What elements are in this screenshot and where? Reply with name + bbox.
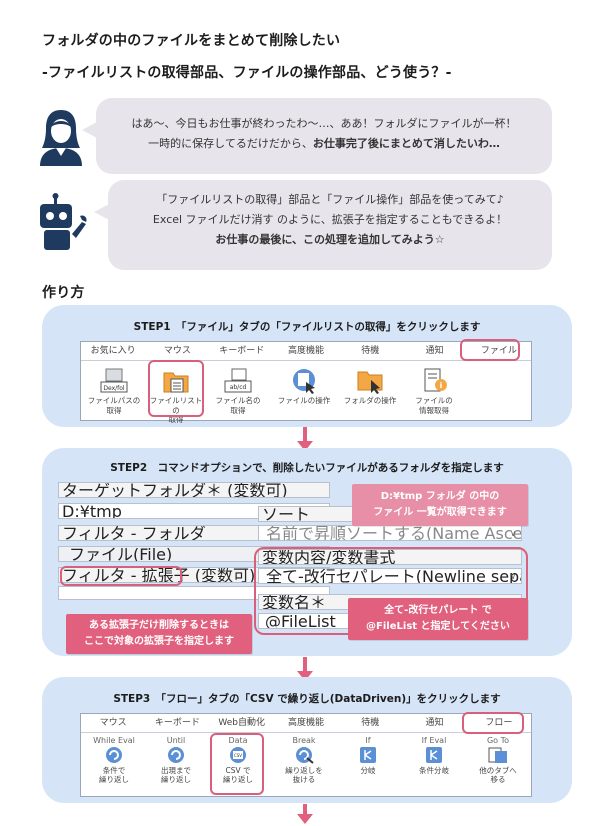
robot-line-3: お仕事の最後に、この処理を追加してみよう☆ [215,233,445,246]
step1-title: STEP1 「ファイル」タブの「ファイルリストの取得」をクリックします [133,321,481,333]
file-path-button[interactable]: Dex/fol ファイルパスの取得 [85,368,143,415]
page-subtitle: -ファイルリストの取得部品、ファイルの操作部品、どう使う？- [42,65,452,81]
file-name-icon: ab/cd [224,368,252,393]
step2-panel: STEP2 コマンドオプションで、削除したいファイルがあるフォルダを指定します … [42,448,572,656]
if-icon [360,746,376,763]
step1-ribbon: お気に入り マウス キーボード 高度機能 待機 通知 ファイル Dex/fol … [80,341,532,424]
var-format-select[interactable]: 全て-改行セパレート(Newline separate) ∨ [258,568,522,584]
tab-advanced[interactable]: 高度機能 [287,346,324,356]
user-speech-bubble: はあ～、今日もお仕事が終わったわ～…、ああ！フォルダにファイルが一杯！ 一時的に… [82,98,552,174]
step3-panel: STEP3 「フロー」タブの「CSV で繰り返し(DataDriven)」をクリ… [42,677,572,803]
var-format-label: 変数内容/変数書式 [258,549,522,565]
if-button[interactable]: If 分岐 [339,736,397,775]
robot-speech-bubble: 「ファイルリストの取得」部品と「ファイル操作」部品を使ってみて♪ Excel フ… [94,180,552,270]
callout-folder: D:¥tmp フォルダ の中の ファイル 一覧が取得できます [352,484,528,526]
folder-operation-icon [357,371,383,394]
svg-text:Dex/fol: Dex/fol [103,385,125,392]
callout-extension: ある拡張子だけ削除するときは ここで対象の拡張子を指定します [66,614,252,654]
highlight-csv-loop [210,733,264,795]
tab-file[interactable]: ファイル [480,346,517,356]
tab-keyboard[interactable]: キーボード [154,718,200,728]
tab-flow[interactable]: フロー [485,718,513,728]
tab-mouse[interactable]: マウス [99,718,127,728]
flow-arrowhead-3 [297,814,313,824]
until-icon [168,746,184,763]
tab-notify[interactable]: 通知 [425,718,444,728]
flow-arrow-1 [303,427,307,443]
flow-arrow-2 [303,657,307,673]
step3-tab-bar: マウス キーボード Web自動化 高度機能 待機 通知 フロー [81,714,531,733]
file-list-button[interactable]: ファイルリストの取得 [147,368,205,425]
step3-title: STEP3 「フロー」タブの「CSV で繰り返し(DataDriven)」をクリ… [113,693,501,705]
chevron-down-icon: ∨ [510,572,516,581]
highlight-file-list [148,360,204,417]
file-path-icon: Dex/fol [100,368,128,393]
tab-web-automation[interactable]: Web自動化 [218,718,266,728]
svg-text:i: i [440,381,443,390]
if-eval-icon [426,746,442,763]
until-button[interactable]: Until 出現まで繰り返し [161,736,191,784]
user-line-1: はあ～、今日もお仕事が終わったわ～…、ああ！フォルダにファイルが一杯！ [131,117,517,130]
csv-loop-button[interactable]: Data CSV CSV で繰り返し [223,736,253,784]
tab-wait[interactable]: 待機 [361,718,380,728]
file-operation-button[interactable]: ファイルの操作 [275,368,333,406]
folder-operation-button[interactable]: フォルダの操作 [341,368,399,406]
sort-select[interactable]: 名前で昇順ソートする(Name Ascending) ∨ [258,525,522,541]
tab-favorites[interactable]: お気に入り [90,346,136,356]
goto-button[interactable]: Go To 他のタブへ移る [479,736,517,784]
user-line-2: 一時的に保存してるだけだから、お仕事完了後にまとめて消したいわ… [148,137,500,150]
tab-keyboard[interactable]: キーボード [219,346,265,356]
break-button[interactable]: Break 繰り返しを抜ける [285,736,323,784]
tab-notify[interactable]: 通知 [425,346,444,356]
file-info-button[interactable]: i ファイルの情報取得 [405,368,463,415]
callout-separator: 全て-改行セパレート で @FileList と指定してください [348,598,528,640]
step3-ribbon: マウス キーボード Web自動化 高度機能 待機 通知 フロー While Ev… [80,713,532,797]
highlight-file-tab [460,339,520,361]
if-eval-button[interactable]: If Eval 条件分岐 [419,736,449,775]
svg-text:ab/cd: ab/cd [230,384,247,391]
tab-advanced[interactable]: 高度機能 [287,718,324,728]
page-title: フォルダの中のファイルをまとめて削除したい [42,33,341,49]
while-eval-button[interactable]: While Eval 条件で繰り返し [93,736,135,784]
while-eval-icon [106,746,122,763]
step1-panel: STEP1 「ファイル」タブの「ファイルリストの取得」をクリックします お気に入… [42,305,572,427]
step1-tab-bar: お気に入り マウス キーボード 高度機能 待機 通知 ファイル [81,342,531,361]
csv-loop-icon: CSV [230,746,246,763]
robot-avatar-icon [40,193,87,250]
file-name-button[interactable]: ab/cd ファイル名の取得 [209,368,267,415]
highlight-extension [60,566,182,586]
flow-arrowhead-2 [297,671,313,681]
flow-arrowhead-1 [297,441,313,451]
svg-text:CSV: CSV [234,753,242,758]
robot-line-1: 「ファイルリストの取得」部品と「ファイル操作」部品を使ってみて♪ [156,193,504,206]
goto-icon [488,747,507,763]
robot-line-2: Excel ファイルだけ消す のように、拡張子を指定することもできるよ！ [152,213,508,226]
tab-mouse[interactable]: マウス [163,346,191,356]
howto-heading: 作り方 [42,285,85,301]
woman-avatar-icon [40,110,82,166]
target-folder-label: ターゲットフォルダ＊ (変数可) [58,482,330,498]
break-icon [296,746,314,764]
step2-title: STEP2 コマンドオプションで、削除したいファイルがあるフォルダを指定します [110,462,504,474]
chevron-down-icon: ∨ [510,529,516,538]
tab-wait[interactable]: 待機 [361,346,380,356]
file-list-icon [163,372,189,393]
flow-arrow-3 [303,804,307,816]
file-info-icon: i [424,368,447,392]
file-operation-icon [293,369,315,394]
highlight-flow-tab [462,712,524,734]
